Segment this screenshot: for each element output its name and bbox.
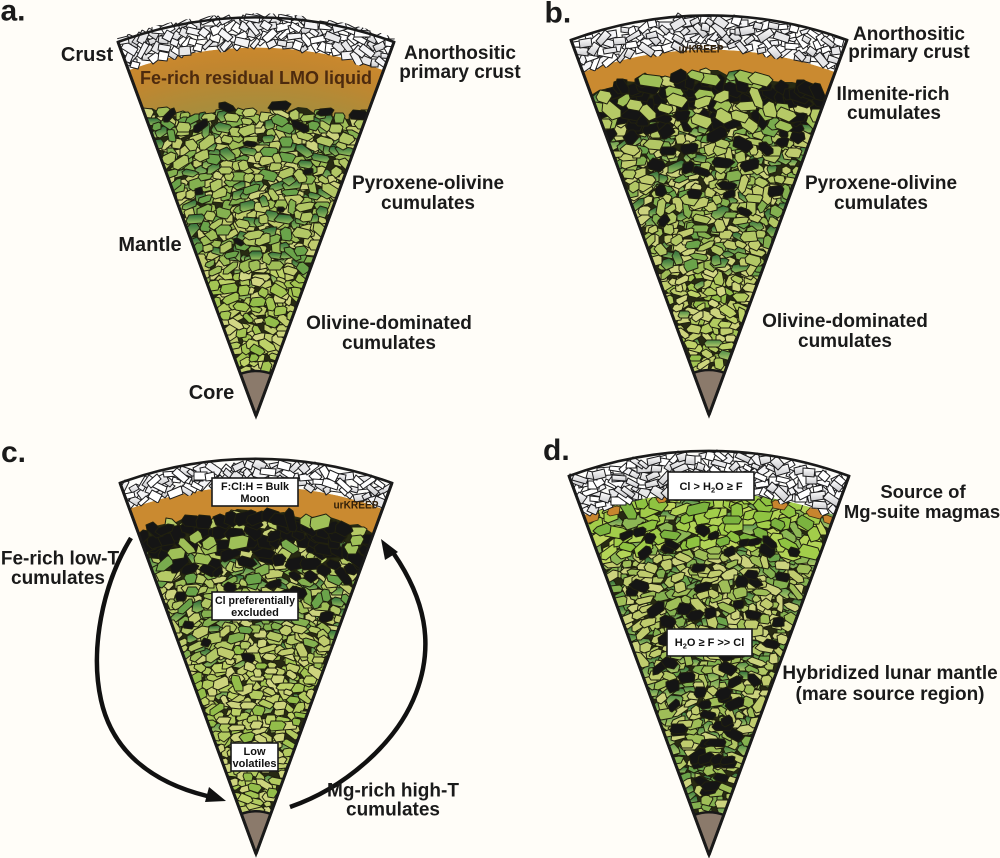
- svg-text:cumulates: cumulates: [798, 331, 892, 352]
- svg-text:Mg-suite magmas: Mg-suite magmas: [844, 501, 1000, 522]
- svg-text:Pyroxene-olivine: Pyroxene-olivine: [805, 173, 957, 194]
- svg-text:c.: c.: [1, 436, 26, 469]
- svg-text:cumulates: cumulates: [346, 800, 440, 821]
- svg-text:Core: Core: [189, 382, 235, 404]
- svg-text:Fe-rich low-T: Fe-rich low-T: [1, 549, 120, 570]
- svg-text:cumulates: cumulates: [381, 193, 475, 214]
- svg-text:Crust: Crust: [61, 44, 114, 66]
- svg-text:cumulates: cumulates: [342, 333, 436, 354]
- svg-text:volatiles: volatiles: [232, 758, 276, 770]
- svg-text:b.: b.: [545, 0, 572, 30]
- svg-text:a.: a.: [1, 0, 26, 28]
- svg-text:Olivine-dominated: Olivine-dominated: [306, 313, 472, 334]
- svg-text:Pyroxene-olivine: Pyroxene-olivine: [352, 173, 504, 194]
- svg-text:Cl preferentially: Cl preferentially: [215, 595, 296, 607]
- svg-text:cumulates: cumulates: [847, 103, 941, 124]
- svg-text:Fe-rich residual LMO liquid: Fe-rich residual LMO liquid: [140, 68, 372, 88]
- svg-text:primary crust: primary crust: [848, 42, 970, 63]
- svg-text:primary crust: primary crust: [399, 62, 521, 83]
- svg-text:Olivine-dominated: Olivine-dominated: [762, 311, 928, 332]
- svg-text:Mantle: Mantle: [118, 234, 181, 256]
- svg-text:(mare source region): (mare source region): [796, 684, 985, 705]
- svg-text:Source of: Source of: [880, 481, 966, 502]
- svg-text:urKREEP: urKREEP: [679, 44, 724, 56]
- svg-text:Low: Low: [244, 746, 266, 758]
- svg-text:excluded: excluded: [231, 607, 279, 619]
- svg-text:Ilmenite-rich: Ilmenite-rich: [837, 84, 950, 105]
- svg-text:urKREEP: urKREEP: [334, 500, 379, 512]
- svg-text:Anorthositic: Anorthositic: [404, 43, 516, 64]
- svg-text:Mg-rich high-T: Mg-rich high-T: [327, 781, 459, 802]
- svg-text:cumulates: cumulates: [834, 193, 928, 214]
- svg-text:d.: d.: [543, 434, 570, 467]
- svg-text:Moon: Moon: [240, 493, 270, 505]
- svg-text:cumulates: cumulates: [11, 568, 105, 589]
- svg-text:F:Cl:H = Bulk: F:Cl:H = Bulk: [221, 481, 290, 493]
- svg-text:Hybridized lunar mantle: Hybridized lunar mantle: [782, 663, 997, 684]
